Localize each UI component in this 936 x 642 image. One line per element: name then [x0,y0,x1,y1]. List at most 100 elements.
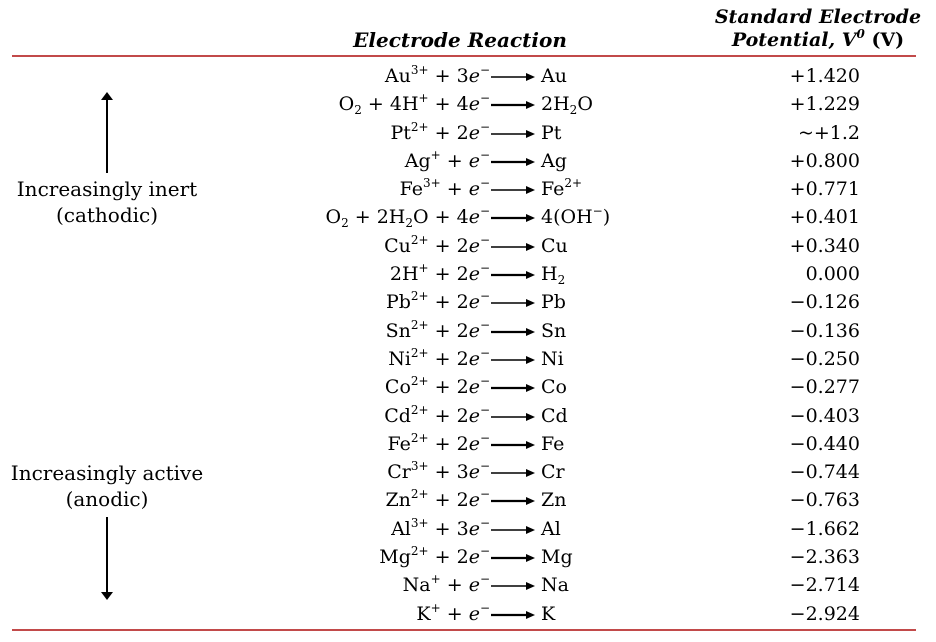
electrode-potential-value: +0.800 [789,149,860,172]
electrode-potential-value: +1.229 [789,93,860,116]
reaction-arrow-icon [491,582,535,591]
reaction-products: Ag [541,149,567,172]
reaction-reactants: K+ + e− [416,600,490,625]
header-potential-line1: Standard Electrode [714,6,922,28]
reaction-reactants: Na+ + e− [402,572,490,597]
label-increasingly-inert: Increasingly inert (cathodic) [2,176,212,228]
top-rule [12,55,916,57]
reaction-arrow-icon [491,554,535,563]
bottom-rule [12,629,916,631]
header-potential-unit: (V) [871,29,905,51]
electrode-potential-value: ~+1.2 [797,121,860,144]
reaction-products: H2 [541,263,566,288]
reaction-arrow-icon [491,355,535,364]
electrode-potential-value: +0.401 [789,206,860,229]
active-arrow-down-icon [101,592,113,600]
reaction-products: Ni [541,347,564,370]
reaction-arrow-icon [491,214,535,223]
reaction-reactants: Cd2+ + 2e− [384,402,490,427]
reaction-row: Al3+ + 3e− Al −1.662 [0,515,936,543]
reaction-products: Co [541,376,567,399]
reaction-reactants: Cr3+ + 3e− [387,459,490,484]
reaction-reactants: Au3+ + 3e− [384,63,490,87]
reaction-arrow-icon [491,384,535,393]
reaction-products: Na [541,574,569,597]
reaction-row: Pt2+ + 2e−Pt~+1.2 [0,119,936,147]
inert-arrow-line [106,95,108,173]
electrode-potential-value: +1.420 [789,65,860,87]
electrode-potential-value: −0.250 [789,347,860,370]
reaction-row: Sn2+ + 2e−Sn−0.136 [0,317,936,345]
reaction-row: Zn2+ + 2e− Zn −0.763 [0,486,936,514]
reaction-row: Ni2+ + 2e−Ni−0.250 [0,345,936,373]
electrode-potential-value: −0.277 [789,376,860,399]
reaction-row: 2H+ + 2e− H2 0.000 [0,260,936,288]
reaction-reactants: Fe3+ + e− [399,176,490,201]
reaction-arrow-icon [491,101,535,110]
reaction-products: K [541,602,556,625]
header-standard-potential: Standard Electrode Potential, V0 (V) [708,6,928,52]
reaction-arrow-icon [491,157,535,166]
reaction-arrow-icon [491,242,535,251]
reaction-arrow-icon [491,186,535,195]
label-inert-line1: Increasingly inert [16,177,198,201]
label-active-line2: (anodic) [65,487,149,511]
reaction-products: Zn [541,489,567,512]
reaction-reactants: O2 + 2H2O + 4e− [325,204,490,231]
electrode-potential-value: 0.000 [805,263,860,286]
reaction-products: Fe [541,432,565,455]
electrode-potential-value: −2.924 [789,602,860,625]
electrode-potential-value: +0.771 [789,178,860,201]
electrode-potential-value: −1.662 [789,517,860,540]
header-electrode-reaction: Electrode Reaction [353,28,567,52]
reaction-products: Cu [541,234,568,257]
reaction-arrow-icon [491,299,535,308]
reaction-products: Au [541,65,567,87]
reaction-reactants: Mg2+ + 2e− [379,544,490,569]
reaction-row: Na+ + e− Na −2.714 [0,571,936,599]
reaction-reactants: Fe2+ + 2e− [387,430,491,455]
electrode-potential-value: +0.340 [789,234,860,257]
header-potential-sup: 0 [856,27,865,41]
electrode-potential-value: −0.763 [789,489,860,512]
reaction-row: Cr3+ + 3e− Cr −0.744 [0,458,936,486]
reaction-products: Al [541,517,561,540]
reaction-products: 4(OH−) [541,204,611,229]
reaction-reactants: Sn2+ + 2e− [385,317,490,342]
reaction-products: Cd [541,404,568,427]
reaction-arrow-icon [491,73,535,81]
inert-arrow-up-icon [101,92,113,100]
electrode-potential-value: −0.403 [789,404,860,427]
electrode-potential-value: −0.126 [789,291,860,314]
reaction-row: Fe3+ + e−Fe2++0.771 [0,175,936,203]
reaction-arrow-icon [491,525,535,534]
label-active-line1: Increasingly active [10,461,204,485]
reaction-reactants: Cu2+ + 2e− [384,232,490,257]
reaction-arrow-icon [491,440,535,449]
active-arrow-line [106,517,108,593]
reaction-row: Fe2+ + 2e− Fe −0.440 [0,430,936,458]
electrode-potential-value: −0.744 [789,461,860,484]
electrode-potential-value: −0.440 [789,432,860,455]
reaction-products: Mg [541,546,573,569]
header-potential-label: Potential, V [731,29,857,51]
reaction-arrow-icon [491,271,535,280]
reaction-row: Cu2+ + 2e− Cu +0.340 [0,232,936,260]
reaction-reactants: Co2+ + 2e− [384,374,490,399]
electrode-potential-value: −2.363 [789,546,860,569]
reaction-reactants: 2H+ + 2e− [389,261,490,286]
reaction-row: O2 + 4H+ + 4e−2H2O+1.229 [0,90,936,118]
reaction-reactants: Ag+ + e− [404,147,490,172]
reaction-arrow-icon [491,129,535,138]
reaction-products: 2H2O [541,93,593,118]
reaction-row: O2 + 2H2O + 4e− 4(OH−) +0.401 [0,203,936,231]
reaction-reactants: Zn2+ + 2e− [385,487,490,512]
header-potential-line2: Potential, V0 (V) [708,27,928,52]
reaction-reactants: Pt2+ + 2e− [390,119,490,144]
electrode-potential-value: −2.714 [789,574,860,597]
label-inert-line2: (cathodic) [55,203,159,227]
reaction-reactants: Al3+ + 3e− [391,515,490,540]
reaction-arrow-icon [491,327,535,336]
reaction-products: Cr [541,461,565,484]
